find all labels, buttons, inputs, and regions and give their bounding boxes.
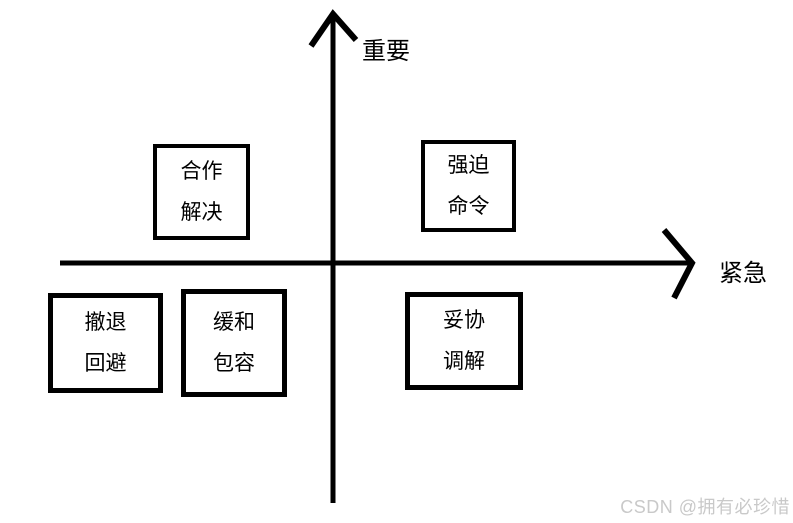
x-axis-label: 紧急 (719, 260, 767, 287)
watermark: CSDN @拥有必珍惜 (620, 497, 790, 517)
box-line: 调解 (443, 350, 485, 373)
box-line: 缓和 (213, 311, 255, 334)
quadrant-box-ease: 缓和 包容 (181, 289, 287, 397)
quadrant-box-cooperate: 合作 解决 (153, 144, 250, 240)
box-line: 解决 (180, 201, 223, 224)
y-axis-label: 重要 (362, 38, 410, 65)
quadrant-box-force: 强迫 命令 (421, 140, 516, 232)
arrow-up-icon (308, 9, 359, 48)
box-line: 命令 (447, 195, 490, 218)
box-line: 包容 (213, 352, 255, 375)
arrow-right-icon (661, 228, 696, 300)
box-line: 强迫 (447, 154, 490, 177)
quadrant-box-retreat: 撤退 回避 (48, 293, 163, 393)
box-line: 回避 (84, 352, 127, 375)
box-line: 撤退 (84, 311, 127, 334)
box-line: 妥协 (443, 309, 485, 332)
quadrant-box-compromise: 妥协 调解 (405, 292, 523, 390)
box-line: 合作 (180, 160, 223, 183)
